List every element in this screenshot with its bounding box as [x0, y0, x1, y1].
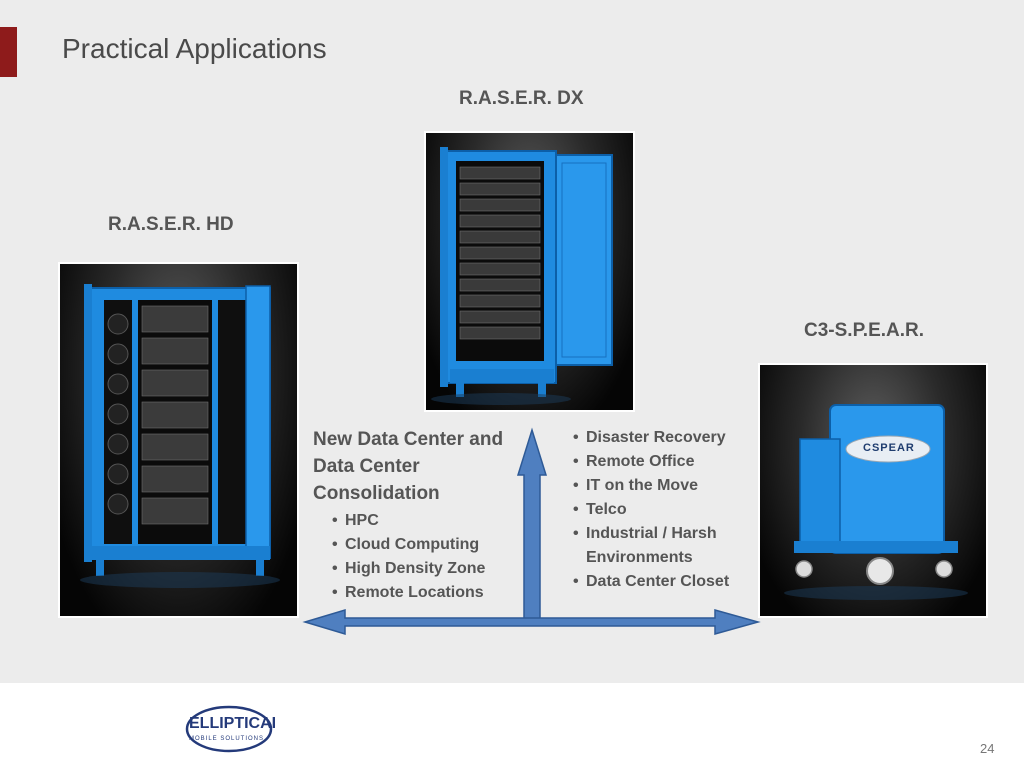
- left-applications-heading: New Data Center and Data Center Consolid…: [313, 429, 504, 504]
- raser-dx-cabinet-illustration: [431, 147, 613, 405]
- arrow-horizontal-double: [302, 608, 761, 636]
- slide-background: Practical Applications R.A.S.E.R. DX R.A…: [0, 0, 1024, 683]
- raser-hd-cabinet-illustration: [80, 284, 280, 588]
- left-applications-list: HPC Cloud Computing High Density Zone Re…: [332, 509, 528, 605]
- page-number: 24: [980, 741, 995, 756]
- elliptical-logo-mark: ELLIPTICAL MOBILE SOLUTIONS: [185, 705, 282, 753]
- c3-spear-badge-text: CSPEAR: [863, 442, 915, 454]
- logo-wordmark: ELLIPTICAL: [189, 715, 275, 732]
- list-item: Remote Office: [573, 450, 766, 474]
- title-accent-bar: [0, 27, 17, 77]
- list-item: Industrial / Harsh Environments: [573, 522, 766, 570]
- right-applications-list: Disaster Recovery Remote Office IT on th…: [573, 426, 766, 594]
- raser-hd-photo: [58, 262, 299, 618]
- c3-spear-cart-illustration: [784, 404, 968, 600]
- list-item: HPC: [332, 509, 528, 533]
- list-item: Remote Locations: [332, 581, 528, 605]
- c3-spear-photo: CSPEAR: [758, 363, 988, 618]
- list-item: Cloud Computing: [332, 533, 528, 557]
- product-label-raser-dx: R.A.S.E.R. DX: [459, 88, 584, 109]
- list-item: Telco: [573, 498, 766, 522]
- list-item: High Density Zone: [332, 557, 528, 581]
- right-applications-text: Disaster Recovery Remote Office IT on th…: [573, 426, 766, 594]
- product-label-c3-spear: C3-S.P.E.A.R.: [804, 320, 925, 341]
- slide-title: Practical Applications: [62, 33, 327, 64]
- list-item: Disaster Recovery: [573, 426, 766, 450]
- left-applications-text: New Data Center and Data Center Consolid…: [313, 426, 528, 605]
- logo-tagline: MOBILE SOLUTIONS: [189, 736, 264, 742]
- list-item: Data Center Closet: [573, 570, 766, 594]
- product-label-raser-hd: R.A.S.E.R. HD: [108, 214, 234, 235]
- list-item: IT on the Move: [573, 474, 766, 498]
- raser-dx-photo: [424, 131, 635, 412]
- elliptical-logo: ELLIPTICAL MOBILE SOLUTIONS: [185, 703, 282, 760]
